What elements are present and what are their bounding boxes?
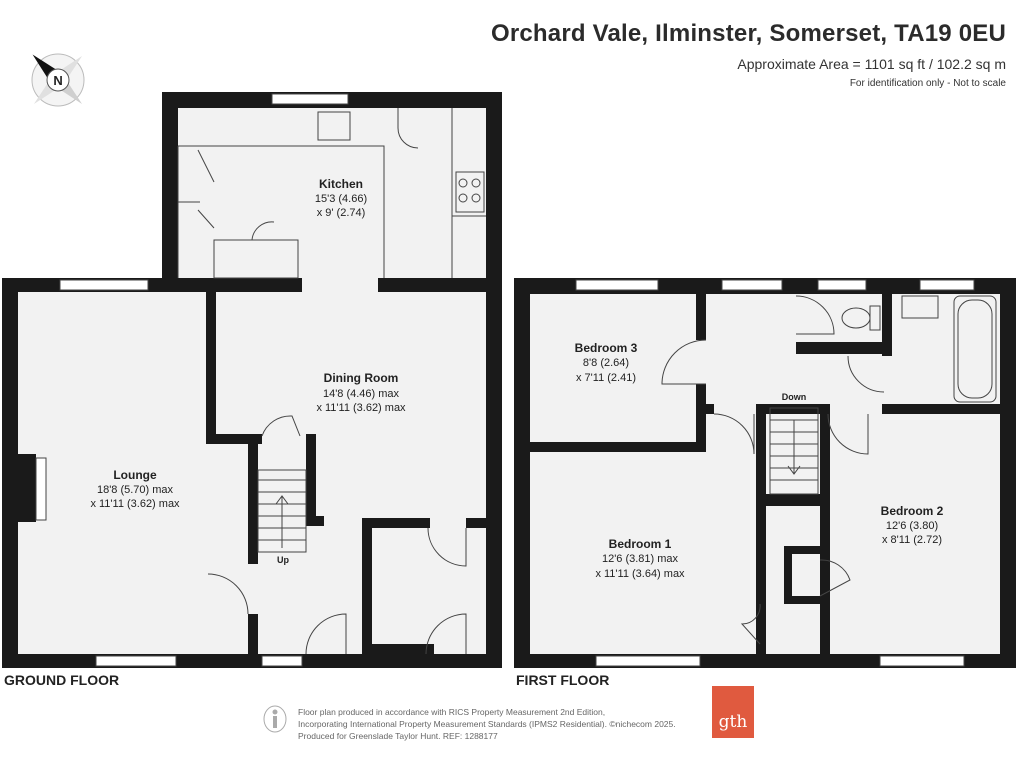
lounge-dim-1: 18'8 (5.70) max (97, 484, 174, 496)
footer-disclaimer: Floor plan produced in accordance with R… (298, 706, 676, 742)
property-title: Orchard Vale, Ilminster, Somerset, TA19 … (490, 20, 1006, 47)
compass-icon: N (31, 53, 85, 107)
stairs-down-label: Down (782, 392, 807, 402)
lounge-dim-2: x 11'11 (3.62) max (90, 498, 180, 510)
kitchen-name: Kitchen (319, 177, 363, 191)
bedroom3-dim-1: 8'8 (2.64) (583, 357, 629, 369)
person-info-icon (263, 705, 287, 733)
stairs-up-label: Up (277, 555, 289, 565)
first-floor-windows (575, 279, 975, 667)
dining-dim-2: x 11'11 (3.62) max (316, 402, 406, 414)
identification-note: For identification only - Not to scale (849, 78, 1006, 89)
approximate-area: Approximate Area = 1101 sq ft / 102.2 sq… (737, 56, 1006, 72)
footer-line-2: Incorporating International Property Mea… (298, 719, 676, 729)
floor-fill (4, 94, 1016, 666)
bedroom1-dim-1: 12'6 (3.81) max (602, 553, 679, 565)
first-floor-label: FIRST FLOOR (516, 672, 610, 688)
ground-floor-label: GROUND FLOOR (4, 672, 120, 688)
dining-dim-1: 14'8 (4.46) max (323, 388, 400, 400)
kitchen-dim-2: x 9' (2.74) (317, 207, 366, 219)
bedroom2-dim-2: x 8'11 (2.72) (882, 534, 942, 546)
sink-icon (317, 111, 351, 141)
kitchen-dim-1: 15'3 (4.66) (315, 193, 367, 205)
bedroom1-name: Bedroom 1 (609, 537, 672, 551)
bedroom2-dim-1: 12'6 (3.80) (886, 520, 938, 532)
footer-line-3: Produced for Greenslade Taylor Hunt. REF… (298, 731, 498, 741)
bedroom3-dim-2: x 7'11 (2.41) (576, 372, 636, 384)
hob-icon (455, 171, 485, 213)
ground-floor-windows (35, 93, 349, 667)
bath-icon (953, 295, 997, 403)
footer-line-1: Floor plan produced in accordance with R… (298, 707, 606, 717)
compass-letter: N (53, 73, 62, 88)
bedroom2-name: Bedroom 2 (881, 504, 944, 518)
first-floor-fittings (661, 295, 997, 645)
bedroom3-name: Bedroom 3 (575, 341, 638, 355)
room-labels: Kitchen 15'3 (4.66) x 9' (2.74) Dining R… (90, 177, 943, 580)
dining-name: Dining Room (324, 371, 399, 385)
bedroom1-dim-2: x 11'11 (3.64) max (595, 568, 685, 580)
gth-logo: gth (712, 686, 754, 738)
kitchen-fittings (177, 108, 486, 279)
lounge-name: Lounge (113, 468, 157, 482)
ground-floor-doors (207, 415, 467, 655)
basin-icon (901, 295, 939, 319)
door-swing (397, 108, 419, 149)
